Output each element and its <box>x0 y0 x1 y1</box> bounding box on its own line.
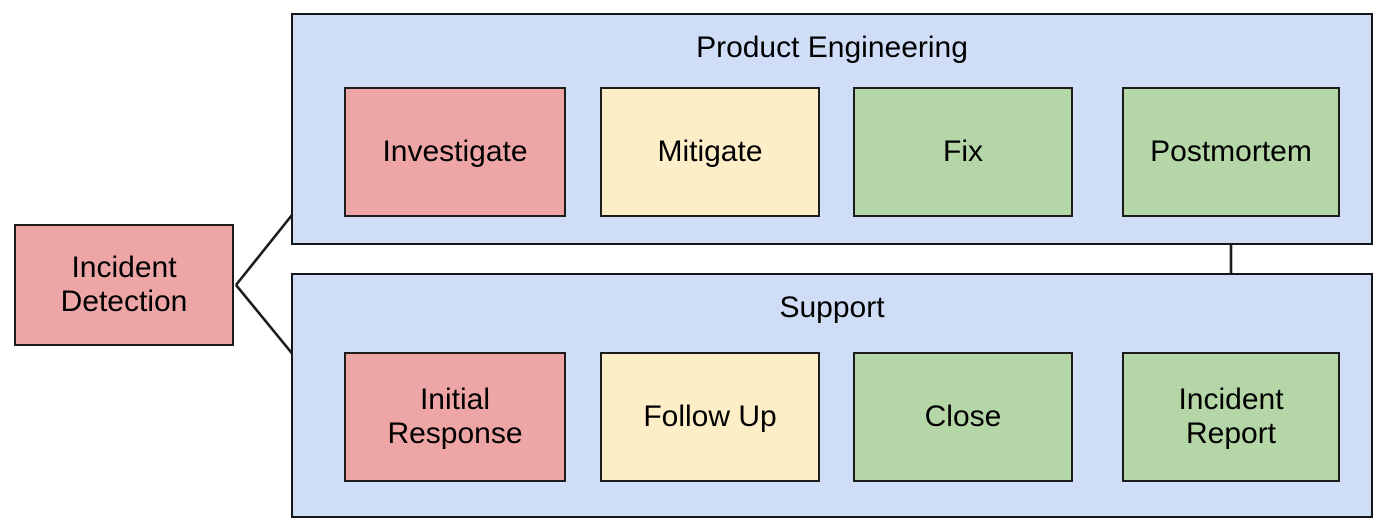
lane-title-support: Support <box>779 291 885 324</box>
node-label: Close <box>924 399 1002 433</box>
node-investigate[interactable]: Investigate <box>344 87 566 217</box>
node-mitigate[interactable]: Mitigate <box>600 87 820 217</box>
node-label: Investigate <box>382 134 528 168</box>
node-label: Mitigate <box>657 134 763 168</box>
node-label: Incident Detection <box>60 250 188 318</box>
node-label: Initial Response <box>387 382 523 450</box>
node-label: Postmortem <box>1150 134 1312 168</box>
node-postmortem[interactable]: Postmortem <box>1122 87 1340 217</box>
lane-title-product-engineering: Product Engineering <box>696 31 968 64</box>
node-initial-response[interactable]: Initial Response <box>344 352 566 482</box>
node-fix[interactable]: Fix <box>853 87 1073 217</box>
node-label: Follow Up <box>643 399 777 433</box>
node-follow-up[interactable]: Follow Up <box>600 352 820 482</box>
node-incident-report[interactable]: Incident Report <box>1122 352 1340 482</box>
node-close[interactable]: Close <box>853 352 1073 482</box>
node-label: Incident Report <box>1178 382 1284 450</box>
node-incident-detection[interactable]: Incident Detection <box>14 224 234 346</box>
node-label: Fix <box>943 134 983 168</box>
